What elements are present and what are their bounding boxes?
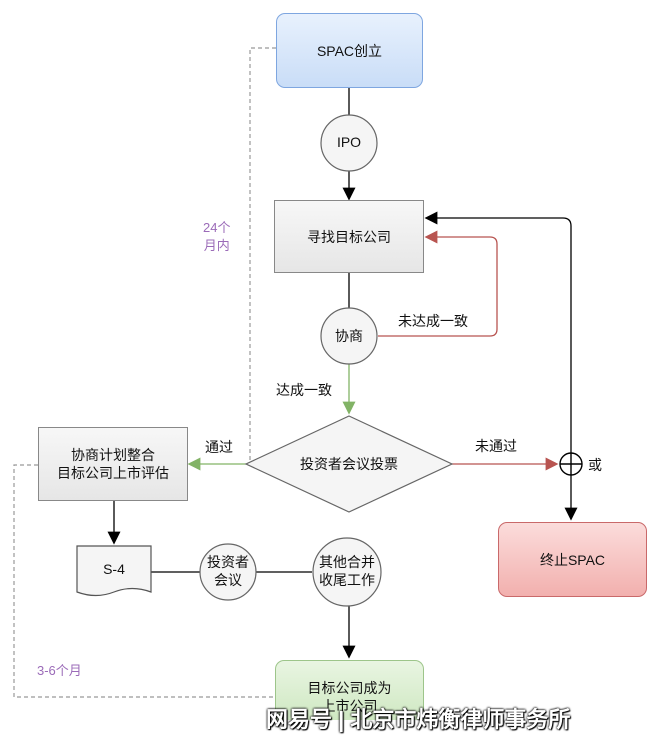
plan-eval-line2: 目标公司上市评估 [57, 465, 169, 481]
investor-meeting-node [199, 543, 257, 601]
s4-document-node [76, 545, 152, 597]
not-passed-label: 未通过 [475, 438, 517, 454]
watermark: 网易号 | 北京市炜衡律师事务所 [266, 707, 571, 732]
spac-founded-label: SPAC创立 [316, 42, 383, 59]
deadline-24-label: 24个 月内 [203, 219, 230, 255]
edge-retry-find [424, 211, 572, 453]
other-merger-text: 其他合并 收尾工作 [313, 553, 381, 589]
passed-label: 通过 [205, 439, 233, 455]
dashed-bracket-3-6-months [13, 464, 276, 698]
agreed-label: 达成一致 [276, 382, 332, 398]
investor-vote-label: 投资者会议投票 [300, 456, 398, 472]
investor-meeting-text: 投资者 会议 [200, 553, 256, 589]
negotiate-node [320, 307, 378, 365]
find-target-box: 寻找目标公司 [274, 200, 424, 273]
deadline-24-line1: 24个 [203, 220, 231, 235]
dashed-bracket-24-months [249, 47, 276, 465]
edge-not-agreed-loop [378, 230, 498, 337]
find-target-label: 寻找目标公司 [307, 228, 391, 245]
other-merger-line2: 收尾工作 [319, 572, 375, 588]
plan-eval-line1: 协商计划整合 [71, 447, 155, 463]
ipo-node [320, 114, 378, 172]
target-listed-line1: 目标公司成为 [307, 680, 392, 696]
investor-meeting-line2: 会议 [214, 572, 242, 588]
ipo-label: IPO [336, 134, 362, 150]
investor-meeting-line1: 投资者 [207, 554, 249, 570]
spac-founded-box: SPAC创立 [276, 13, 423, 88]
or-label: 或 [588, 457, 602, 473]
other-merger-line1: 其他合并 [319, 554, 375, 570]
deadline-24-line2: 月内 [203, 238, 230, 253]
terminate-spac-label: 终止SPAC [539, 551, 606, 568]
other-merger-node [312, 537, 382, 607]
s4-label: S-4 [103, 561, 125, 577]
negotiate-label: 协商 [335, 328, 363, 344]
deadline-3-6-label: 3-6个月 [37, 663, 82, 678]
target-listed-line2: 上市公司 [321, 698, 378, 714]
terminate-spac-box: 终止SPAC [498, 522, 647, 597]
target-listed-box: 目标公司成为 上市公司 [275, 660, 424, 720]
not-agreed-label: 未达成一致 [398, 313, 468, 329]
plan-eval-box: 协商计划整合 目标公司上市评估 [38, 427, 188, 501]
investor-vote-node [244, 415, 454, 513]
